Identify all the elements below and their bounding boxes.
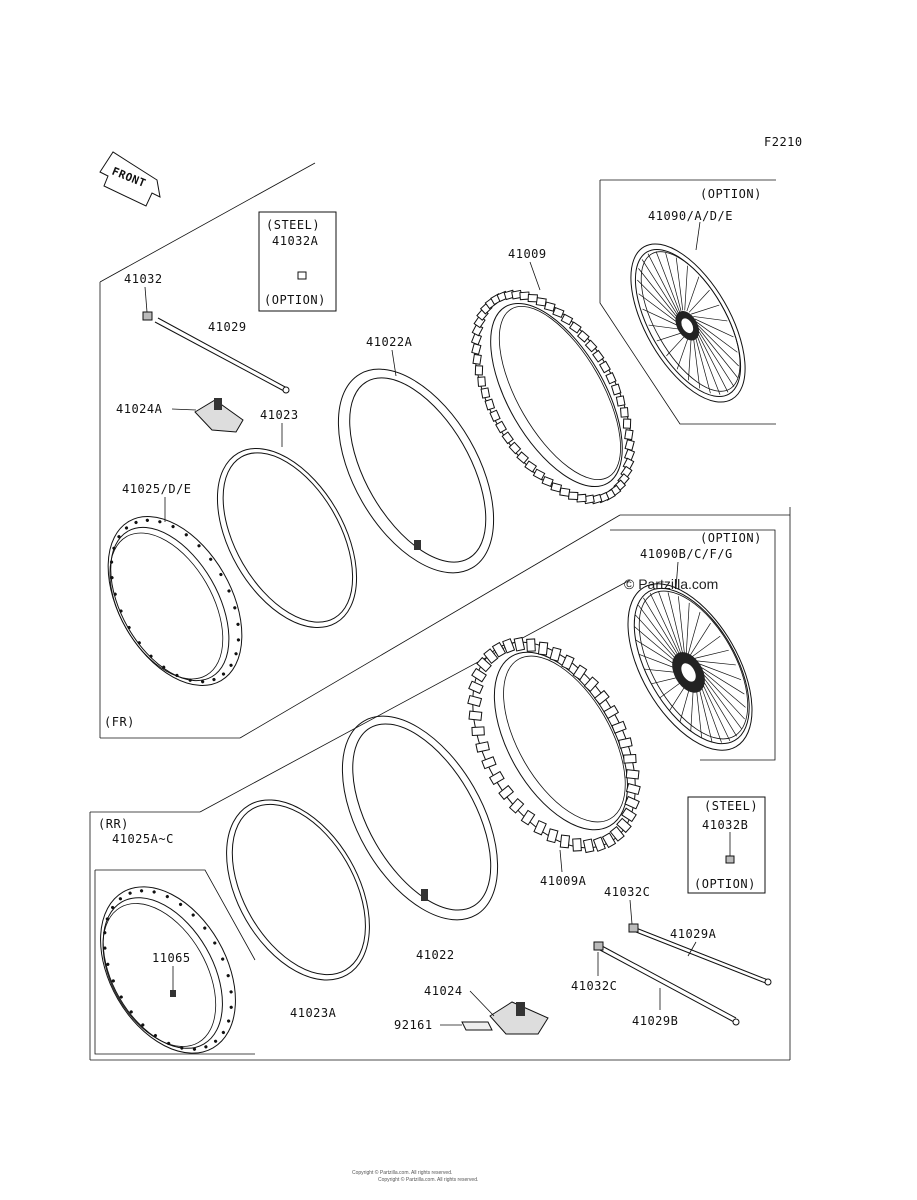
rear-rim bbox=[100, 886, 236, 1054]
label-41009: 41009 bbox=[508, 247, 547, 261]
label-41023a: 41023A bbox=[290, 1006, 337, 1020]
footer-line-2: Copyright © Partzilla.com. All rights re… bbox=[378, 1176, 478, 1183]
watermark: © Partzilla.com bbox=[624, 576, 718, 592]
label-41025ac: 41025A~C bbox=[112, 832, 174, 846]
rear-section-tag: (RR) bbox=[98, 817, 129, 831]
rear-tire bbox=[467, 636, 641, 854]
label-41024: 41024 bbox=[424, 984, 463, 998]
rim-lock-rear-icon bbox=[489, 1001, 549, 1035]
rim-lock-front-icon bbox=[194, 398, 244, 433]
footer-line-1: Copyright © Partzilla.com. All rights re… bbox=[352, 1169, 452, 1176]
front-section-tag: (FR) bbox=[104, 715, 135, 729]
steel-box-rear: (STEEL) 41032B (OPTION) bbox=[687, 796, 766, 894]
front-spoked-wheel bbox=[630, 243, 746, 403]
option-wheel-front-box: (OPTION) 41090/A/D/E bbox=[599, 179, 776, 425]
valve-cap-rear-icon bbox=[725, 855, 735, 864]
option-wheel-rear-title: (OPTION) bbox=[700, 531, 762, 545]
label-41023: 41023 bbox=[260, 408, 299, 422]
steel-box-front: (STEEL) 41032A (OPTION) bbox=[258, 211, 337, 312]
label-41025de: 41025/D/E bbox=[122, 482, 192, 496]
front-tire bbox=[470, 289, 636, 505]
option-wheel-front-title: (OPTION) bbox=[700, 187, 762, 201]
label-41090bcfg: 41090B/C/F/G bbox=[640, 547, 733, 561]
option-wheel-rear-box: (OPTION) 41090B/C/F/G bbox=[610, 529, 776, 761]
front-section-outline bbox=[99, 162, 791, 739]
spoke-front-icon bbox=[142, 311, 290, 394]
steel-box-rear-title: (STEEL) bbox=[704, 799, 758, 813]
steel-box-front-title: (STEEL) bbox=[266, 218, 320, 232]
front-rim-band bbox=[216, 447, 358, 629]
tube-valve-rear-icon bbox=[421, 889, 428, 901]
part-92161-icon bbox=[461, 1021, 493, 1031]
label-41029b: 41029B bbox=[632, 1014, 678, 1028]
front-rim bbox=[107, 516, 243, 686]
spoke-rear-b-icon bbox=[593, 941, 740, 1026]
rear-section-outline bbox=[89, 515, 791, 1061]
label-41032c-a: 41032C bbox=[604, 885, 650, 899]
label-11065: 11065 bbox=[152, 951, 191, 965]
steel-box-rear-part: 41032B bbox=[702, 818, 748, 832]
diagram-code: F2210 bbox=[764, 135, 803, 149]
tube-valve-icon bbox=[414, 540, 421, 550]
front-arrow-icon: FRONT bbox=[99, 151, 161, 207]
steel-box-rear-footer: (OPTION) bbox=[694, 877, 756, 891]
spoke-rear-a-icon bbox=[628, 923, 772, 986]
rear-rim-band bbox=[226, 799, 370, 981]
label-41022: 41022 bbox=[416, 948, 455, 962]
label-41009a: 41009A bbox=[540, 874, 587, 888]
label-41090ade: 41090/A/D/E bbox=[648, 209, 733, 223]
label-41032c-b: 41032C bbox=[571, 979, 617, 993]
label-41029: 41029 bbox=[208, 320, 247, 334]
front-inner-tube bbox=[337, 368, 495, 574]
label-92161: 92161 bbox=[394, 1018, 433, 1032]
label-41022a: 41022A bbox=[366, 335, 413, 349]
front-arrow-label: FRONT bbox=[110, 165, 148, 190]
valve-cap-icon bbox=[297, 271, 307, 280]
label-41029a: 41029A bbox=[670, 927, 717, 941]
rim-plug-icon bbox=[170, 990, 176, 997]
label-41024a: 41024A bbox=[116, 402, 163, 416]
label-41032: 41032 bbox=[124, 272, 163, 286]
rear-spoked-wheel bbox=[627, 583, 753, 751]
steel-box-front-footer: (OPTION) bbox=[264, 293, 326, 307]
rear-inner-tube bbox=[341, 715, 499, 921]
steel-box-front-part: 41032A bbox=[272, 234, 319, 248]
